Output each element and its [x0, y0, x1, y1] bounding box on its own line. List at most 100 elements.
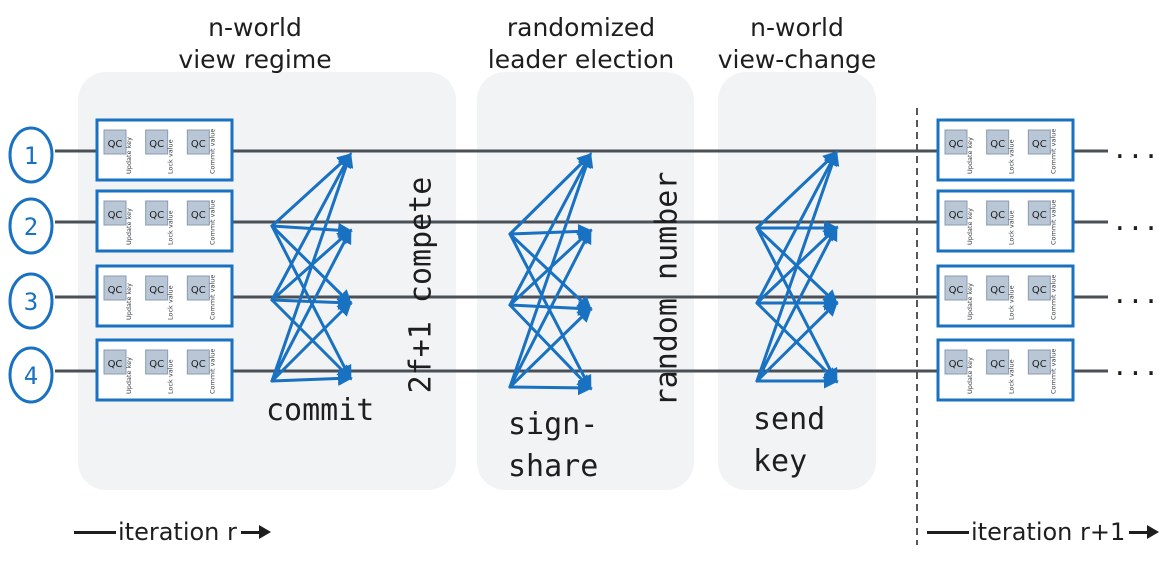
qc-icon	[186, 129, 210, 155]
phase-title-line2: view regime	[178, 45, 332, 74]
phase-panel-leader-election	[477, 72, 694, 490]
continuation-dots-1: ...	[1112, 135, 1159, 165]
field-label: Commit value	[1049, 129, 1057, 174]
iteration-lead-line	[74, 530, 116, 534]
phase-title-line1: randomized	[506, 13, 656, 42]
qc-icon	[1027, 200, 1051, 226]
continuation-dots-2: ...	[1112, 207, 1159, 237]
qc-label: QC	[1032, 359, 1047, 370]
commit-arrow-3-1	[270, 152, 354, 383]
qc-icon	[186, 275, 210, 301]
qc-label: QC	[990, 210, 1005, 221]
sign-share-arrow-3-4	[508, 380, 593, 396]
arrow-right-icon	[240, 524, 271, 539]
commit-arrow-3-2	[270, 228, 352, 383]
field-label: Commit value	[1049, 349, 1057, 394]
qc-icon	[944, 349, 968, 375]
field-label: Lock value	[167, 359, 175, 394]
field-label: Update key	[966, 137, 974, 174]
qc-icon	[986, 275, 1010, 301]
field-label: Commit value	[208, 349, 216, 394]
commit-arrow-3-4	[270, 370, 353, 386]
qc-label: QC	[108, 139, 123, 150]
qc-label: QC	[1032, 210, 1047, 221]
qc-label: QC	[191, 359, 206, 370]
qc-label: QC	[108, 210, 123, 221]
message-arrows	[270, 150, 840, 396]
sign-share-arrow-3-1	[508, 152, 594, 389]
node-label: 2	[24, 213, 38, 241]
node-circle	[8, 126, 54, 184]
phase-title-line2: view-change	[717, 45, 877, 74]
field-label: Lock value	[167, 210, 175, 245]
commit-arrow-2-4	[270, 298, 353, 381]
qc-label: QC	[149, 210, 164, 221]
qc-label: QC	[990, 359, 1005, 370]
send-key-arrow-3-3	[755, 300, 839, 383]
qc-label: QC	[990, 139, 1005, 150]
field-label: Lock value	[1008, 139, 1016, 174]
qc-label: QC	[149, 139, 164, 150]
sign-share-arrow-2-1	[508, 152, 592, 307]
node-circle	[8, 272, 54, 330]
qc-icon	[145, 275, 169, 301]
node-label: 3	[24, 288, 38, 316]
sign-share-line1: sign-	[508, 407, 599, 442]
qc-label: QC	[949, 285, 964, 296]
iteration-next-text: iteration r+1	[971, 518, 1126, 546]
qc-icon	[186, 349, 210, 375]
arrow-right-icon	[1129, 524, 1160, 539]
node-label: 1	[24, 142, 38, 170]
field-label: Commit value	[1049, 275, 1057, 320]
node-circle	[8, 197, 54, 255]
quorum-label: 2f+1 compete	[403, 176, 439, 394]
field-label: Lock value	[1008, 359, 1016, 394]
phase-title-view-change: n-world view-change	[700, 12, 894, 76]
send-key-line2: key	[753, 444, 808, 479]
qc-icon	[145, 200, 169, 226]
commit-arrow-1-1	[270, 152, 353, 228]
qc-label: QC	[949, 210, 964, 221]
qc-icon	[944, 275, 968, 301]
field-label: Update key	[125, 208, 133, 245]
field-label: Update key	[125, 357, 133, 394]
qc-icon	[145, 349, 169, 375]
send-key-line1: send	[753, 402, 826, 437]
qc-icon	[186, 200, 210, 226]
field-label: Lock value	[1008, 285, 1016, 320]
commit-label: commit	[266, 393, 375, 428]
iteration-lead-line	[927, 530, 969, 534]
field-label: Update key	[966, 208, 974, 245]
qc-label: QC	[108, 285, 123, 296]
sign-share-arrow-3-2	[508, 228, 592, 389]
field-label: Update key	[125, 137, 133, 174]
send-key-arrow-3-2	[755, 225, 838, 383]
qc-icon	[103, 129, 127, 155]
phase-title-line1: n-world	[750, 13, 844, 42]
qc-icon	[986, 200, 1010, 226]
random-number-label: random number	[649, 171, 685, 407]
qc-label: QC	[191, 285, 206, 296]
node-markers: 1 2 3 4	[8, 126, 54, 404]
qc-icon	[986, 349, 1010, 375]
continuation-dots-4: ...	[1112, 352, 1159, 382]
qc-label: QC	[191, 139, 206, 150]
field-label: Commit value	[1049, 200, 1057, 245]
phase-title-line1: n-world	[208, 13, 302, 42]
node-label: 4	[24, 362, 38, 390]
qc-label: QC	[1032, 285, 1047, 296]
qc-label: QC	[149, 285, 164, 296]
iteration-current-label: iteration r	[74, 518, 271, 546]
iteration-current-text: iteration r	[118, 518, 237, 546]
qc-icon	[145, 129, 169, 155]
field-label: Update key	[966, 357, 974, 394]
sign-share-label: sign- share	[508, 404, 598, 488]
field-label: Lock value	[1008, 210, 1016, 245]
